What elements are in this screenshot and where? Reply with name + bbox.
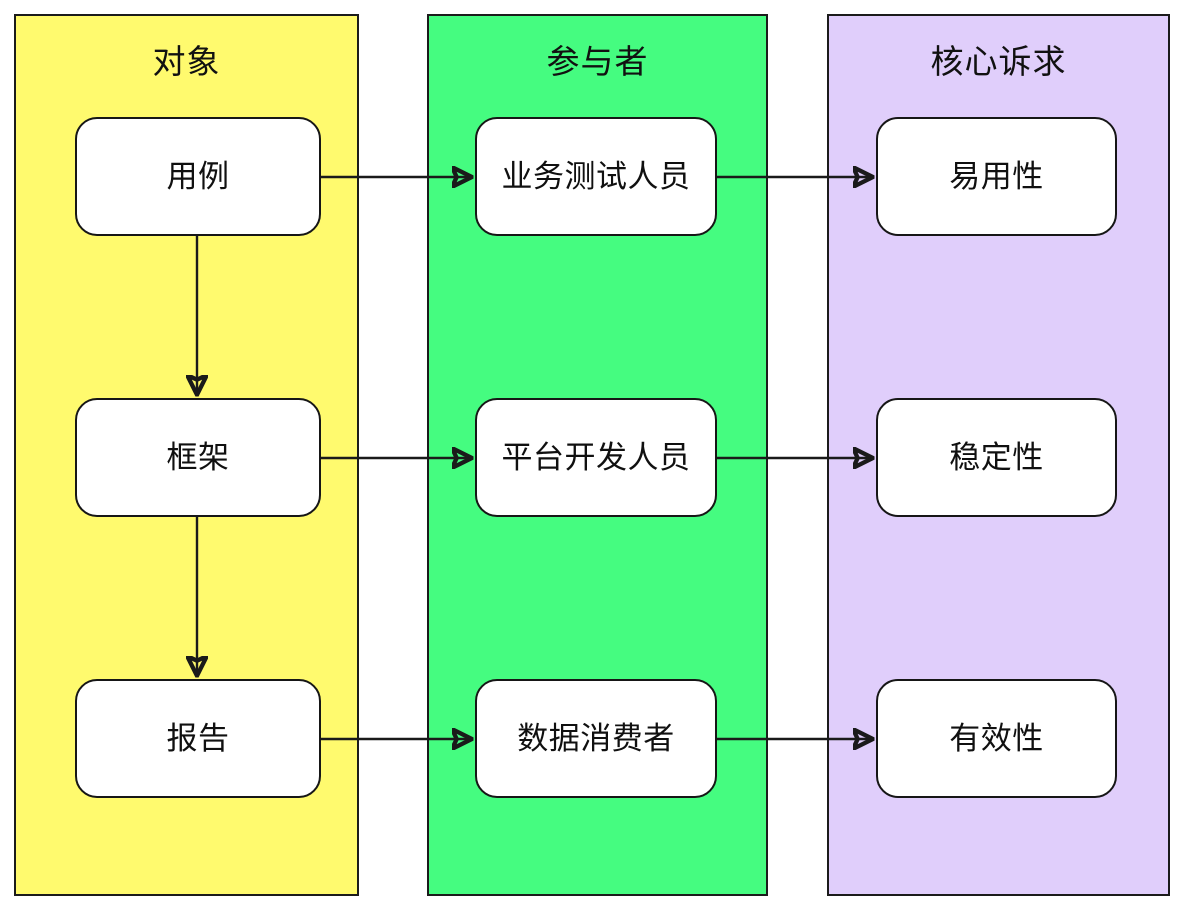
node-report-label: 报告 xyxy=(166,720,230,756)
node-stability-label: 稳定性 xyxy=(949,439,1044,475)
lane-actor-title: 参与者 xyxy=(546,43,649,80)
node-report[interactable]: 报告 xyxy=(75,679,321,798)
node-data-consumer[interactable]: 数据消费者 xyxy=(475,679,717,798)
node-platform-developer[interactable]: 平台开发人员 xyxy=(475,398,717,517)
node-platform-developer-label: 平台开发人员 xyxy=(501,439,691,475)
lane-demand-title: 核心诉求 xyxy=(930,43,1067,80)
node-effectiveness[interactable]: 有效性 xyxy=(876,679,1117,798)
node-use-case[interactable]: 用例 xyxy=(75,117,321,236)
node-effectiveness-label: 有效性 xyxy=(949,720,1044,756)
node-stability[interactable]: 稳定性 xyxy=(876,398,1117,517)
node-framework[interactable]: 框架 xyxy=(75,398,321,517)
node-business-tester-label: 业务测试人员 xyxy=(501,158,691,194)
node-usability[interactable]: 易用性 xyxy=(876,117,1117,236)
node-data-consumer-label: 数据消费者 xyxy=(517,720,675,756)
node-use-case-label: 用例 xyxy=(166,158,230,194)
node-business-tester[interactable]: 业务测试人员 xyxy=(475,117,717,236)
lane-object-title: 对象 xyxy=(152,43,221,80)
node-framework-label: 框架 xyxy=(166,439,230,475)
node-usability-label: 易用性 xyxy=(949,158,1044,194)
